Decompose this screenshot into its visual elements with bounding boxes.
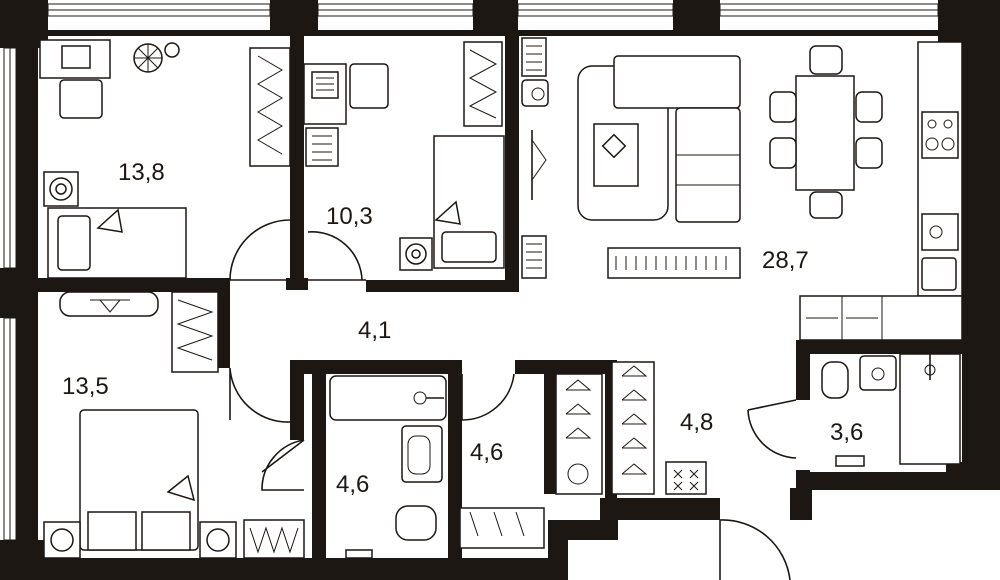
room-area-hallway: 4,1 xyxy=(358,317,391,344)
wardrobe-small-fixtures xyxy=(459,373,603,549)
door-swing-icon xyxy=(229,219,291,281)
sink-icon xyxy=(401,425,443,483)
living-kitchen-furniture xyxy=(521,37,963,341)
room-area-bedroom-top-middle: 10,3 xyxy=(326,203,373,230)
wardrobe-icon xyxy=(463,41,503,127)
bathroom-small-fixtures xyxy=(821,352,961,467)
bedroom-bottom-left-furniture xyxy=(43,291,305,559)
entrance-hall-fixtures xyxy=(611,361,707,495)
room-area-bedroom-bottom-left: 13,5 xyxy=(62,373,109,400)
room-area-bathroom-small: 3,6 xyxy=(830,419,863,446)
bathtub-icon xyxy=(329,375,447,421)
doors xyxy=(229,219,797,580)
plant-icon xyxy=(133,42,180,73)
bedroom-top-left-furniture xyxy=(39,39,291,279)
room-area-bedroom-top-left: 13,8 xyxy=(118,159,165,186)
area-labels: 13,8 10,3 28,7 4,1 13,5 4,6 4,6 4,8 3,6 xyxy=(62,159,863,498)
bedroom-top-middle-furniture xyxy=(303,41,505,271)
radiator-icon xyxy=(607,247,741,279)
room-area-wardrobe-small: 4,6 xyxy=(470,439,503,466)
toilet-icon xyxy=(821,361,849,399)
room-area-living-kitchen: 28,7 xyxy=(762,247,809,274)
wardrobe-icon xyxy=(249,47,291,167)
bathroom-main-fixtures xyxy=(329,375,447,559)
room-area-entrance-hall: 4,8 xyxy=(680,409,713,436)
dining-table-icon xyxy=(769,45,883,219)
toilet-icon xyxy=(395,505,437,541)
sofa-icon xyxy=(577,55,741,223)
kitchen-counter-icon xyxy=(799,41,963,341)
room-area-bathroom-main: 4,6 xyxy=(336,471,369,498)
sink-icon xyxy=(859,355,897,391)
wardrobe-icon xyxy=(171,291,219,373)
